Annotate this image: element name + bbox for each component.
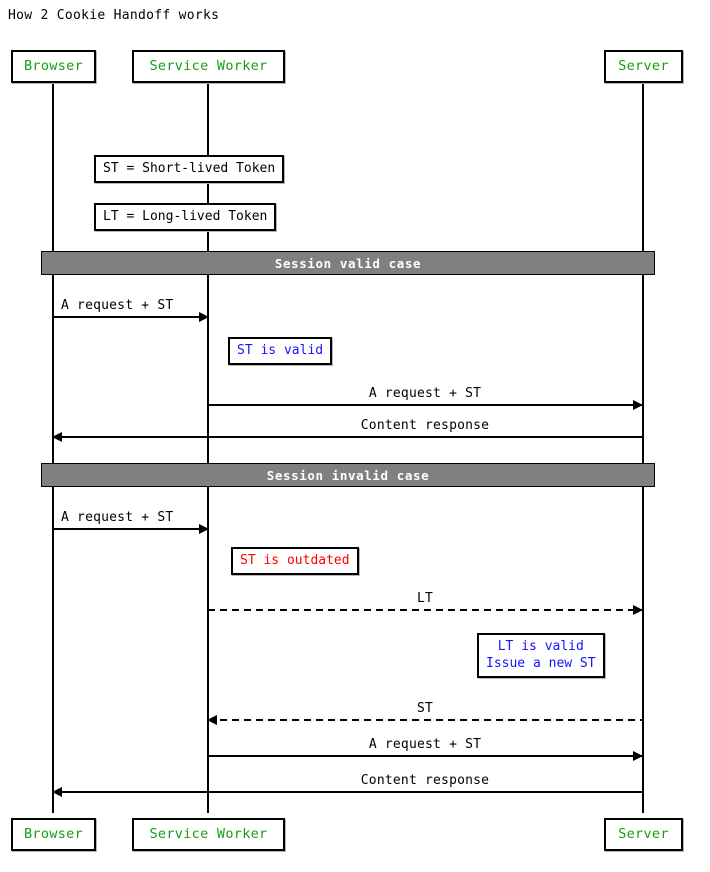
message-line (53, 316, 208, 318)
message-label: A request + ST (368, 386, 482, 401)
message-label: A request + ST (368, 737, 482, 752)
participant-server-bottom[interactable]: Server (604, 818, 683, 851)
message-label: Content response (360, 773, 490, 788)
message-request-st-invalid[interactable]: A request + ST (53, 510, 209, 534)
message-lt-to-server[interactable]: LT (208, 591, 643, 615)
message-label: A request + ST (61, 510, 174, 525)
message-content-response-invalid[interactable]: Content response (52, 773, 642, 797)
message-line (208, 609, 642, 611)
page-title: How 2 Cookie Handoff works (8, 8, 220, 23)
participant-service-worker-bottom[interactable]: Service Worker (132, 818, 285, 851)
participant-server-bottom-label: Server (618, 825, 669, 842)
message-st-to-worker[interactable]: ST (207, 701, 642, 725)
arrowhead-left-icon (207, 715, 217, 725)
message-line (208, 404, 642, 406)
section-divider-session-invalid: Session invalid case (41, 463, 655, 487)
note-long-lived-token: LT = Long-lived Token (94, 203, 277, 231)
lifeline-browser (52, 83, 54, 813)
message-content-response-valid[interactable]: Content response (52, 418, 642, 442)
lifeline-server (642, 83, 644, 813)
participant-server[interactable]: Server (604, 50, 683, 83)
message-line (53, 528, 208, 530)
arrowhead-left-icon (52, 787, 62, 797)
arrowhead-right-icon (633, 400, 643, 410)
note-lt-is-valid-issue-new-st: LT is valid Issue a new ST (477, 633, 605, 678)
participant-browser-bottom[interactable]: Browser (11, 818, 96, 851)
participant-service-worker[interactable]: Service Worker (132, 50, 285, 83)
arrowhead-left-icon (52, 432, 62, 442)
participant-server-label: Server (618, 57, 669, 74)
message-label: Content response (360, 418, 490, 433)
arrowhead-right-icon (633, 751, 643, 761)
participant-service-worker-label: Service Worker (149, 57, 268, 74)
section-divider-label: Session invalid case (266, 467, 430, 483)
message-line (53, 791, 642, 793)
section-divider-session-valid: Session valid case (41, 251, 655, 275)
message-request-st-to-server-invalid[interactable]: A request + ST (208, 737, 643, 761)
section-divider-label: Session valid case (274, 255, 422, 271)
note-st-is-outdated: ST is outdated (231, 547, 359, 575)
message-label: ST (416, 701, 434, 716)
arrowhead-right-icon (199, 524, 209, 534)
participant-browser[interactable]: Browser (11, 50, 96, 83)
participant-browser-label: Browser (24, 57, 83, 74)
message-line (208, 755, 642, 757)
message-line (53, 436, 642, 438)
arrowhead-right-icon (633, 605, 643, 615)
lifeline-service-worker (207, 83, 209, 813)
note-short-lived-token: ST = Short-lived Token (94, 155, 285, 183)
message-line (208, 719, 642, 721)
participant-service-worker-bottom-label: Service Worker (149, 825, 268, 842)
arrowhead-right-icon (199, 312, 209, 322)
message-label: A request + ST (61, 298, 174, 313)
message-request-st-to-server-valid[interactable]: A request + ST (208, 386, 643, 410)
note-st-is-valid: ST is valid (228, 337, 333, 365)
participant-browser-bottom-label: Browser (24, 825, 83, 842)
message-request-st-valid[interactable]: A request + ST (53, 298, 209, 322)
message-label: LT (416, 591, 434, 606)
